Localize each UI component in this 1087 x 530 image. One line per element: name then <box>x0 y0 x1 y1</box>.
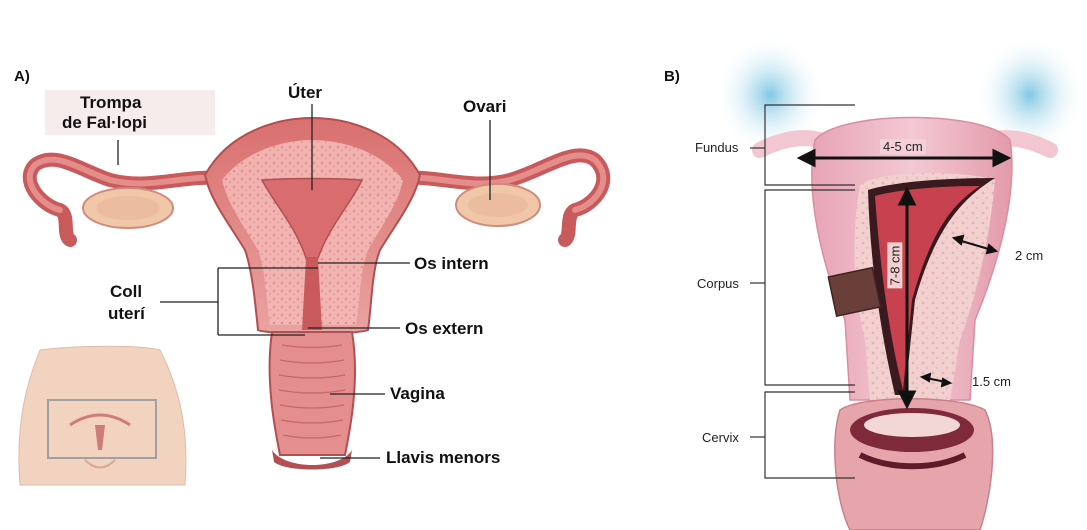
panel-a-letter: A) <box>14 68 30 85</box>
label-trompa-line2: de Fal·lopi <box>62 113 147 133</box>
label-os-extern: Os extern <box>405 319 483 339</box>
label-length: 7-8 cm <box>887 243 902 289</box>
label-os-intern: Os intern <box>414 254 489 274</box>
label-fundus: Fundus <box>695 140 738 155</box>
label-width: 4-5 cm <box>880 139 926 154</box>
label-cervix-wall: 1.5 cm <box>972 374 1011 389</box>
panel-a-illustration <box>19 90 603 485</box>
label-coll-line1: Coll <box>110 282 142 302</box>
tissue-block <box>828 268 880 316</box>
label-trompa-line1: Trompa <box>80 93 141 113</box>
label-corpus: Corpus <box>697 276 739 291</box>
panel-b-letter: B) <box>664 68 680 85</box>
label-uter: Úter <box>288 83 322 103</box>
body-inset <box>19 346 186 485</box>
label-llavis-menors: Llavis menors <box>386 448 500 468</box>
label-cervix: Cervix <box>702 430 739 445</box>
label-coll-line2: uterí <box>108 304 145 324</box>
label-vagina: Vagina <box>390 384 445 404</box>
label-ovari: Ovari <box>463 97 506 117</box>
label-wall: 2 cm <box>1015 248 1043 263</box>
